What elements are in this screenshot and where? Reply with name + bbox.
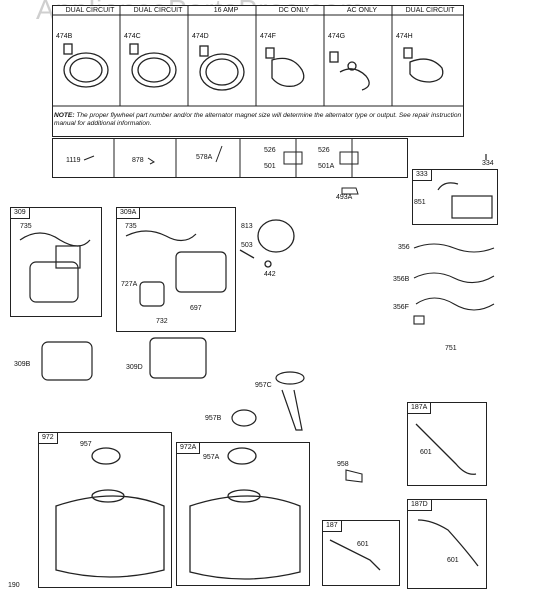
- part-526-a[interactable]: 526: [264, 147, 276, 154]
- part-601-a[interactable]: 601: [420, 449, 432, 456]
- part-356b[interactable]: 356B: [393, 276, 410, 283]
- part-474c[interactable]: 474C: [124, 33, 141, 40]
- part-356[interactable]: 356: [398, 244, 410, 251]
- alternator-note: NOTE: The proper flywheel part number an…: [54, 112, 464, 128]
- part-727a[interactable]: 727A: [121, 281, 138, 288]
- part-442[interactable]: 442: [264, 271, 276, 278]
- fuel-shutoff-valve: [345, 469, 363, 483]
- box-label-333: 333: [413, 170, 432, 181]
- box-187: 187: [322, 520, 400, 586]
- part-474b[interactable]: 474B: [56, 33, 73, 40]
- box-label-972: 972: [39, 433, 58, 444]
- part-957[interactable]: 957: [80, 441, 92, 448]
- part-735-a[interactable]: 735: [20, 223, 32, 230]
- part-190[interactable]: 190: [8, 582, 20, 589]
- box-label-187d: 187D: [408, 500, 432, 511]
- box-187d: 187D: [407, 499, 487, 589]
- part-601-c[interactable]: 601: [447, 557, 459, 564]
- box-label-309: 309: [11, 208, 30, 219]
- box-label-972a: 972A: [177, 443, 201, 454]
- hose-clamp-813: [239, 219, 295, 268]
- box-label-187: 187: [323, 521, 342, 532]
- alternator-table: DUAL CIRCUIT DUAL CIRCUIT 16 AMP DC ONLY…: [52, 5, 464, 137]
- battery-cables: [413, 243, 495, 325]
- box-187a: 187A: [407, 402, 487, 486]
- part-309d[interactable]: 309D: [126, 364, 143, 371]
- part-356f[interactable]: 356F: [393, 304, 409, 311]
- box-label-187a: 187A: [408, 403, 432, 414]
- header-474h: DUAL CIRCUIT: [405, 7, 455, 14]
- note-text: The proper flywheel part number and/or t…: [54, 112, 462, 127]
- header-474f: DC ONLY: [278, 7, 310, 14]
- part-957a[interactable]: 957A: [203, 454, 220, 461]
- part-493a[interactable]: 493A: [336, 194, 353, 201]
- part-334[interactable]: 334: [482, 160, 494, 167]
- part-474f[interactable]: 474F: [260, 33, 276, 40]
- part-503[interactable]: 503: [241, 242, 253, 249]
- part-813[interactable]: 813: [241, 223, 253, 230]
- part-878[interactable]: 878: [132, 157, 144, 164]
- starter-motors-lower: [41, 337, 207, 381]
- small-parts-row: [52, 138, 408, 178]
- header-474b: DUAL CIRCUIT: [65, 7, 115, 14]
- part-601-b[interactable]: 601: [357, 541, 369, 548]
- part-474d[interactable]: 474D: [192, 33, 209, 40]
- part-474h[interactable]: 474H: [396, 33, 413, 40]
- part-501a[interactable]: 501A: [318, 163, 335, 170]
- rectifier-333: [437, 154, 493, 219]
- alternator-coil-icons: [63, 43, 444, 91]
- header-474g: AC ONLY: [346, 7, 378, 14]
- part-501[interactable]: 501: [264, 163, 276, 170]
- part-735-b[interactable]: 735: [125, 223, 137, 230]
- header-474d: 16 AMP: [213, 7, 239, 14]
- part-957c[interactable]: 957C: [255, 382, 272, 389]
- part-474g[interactable]: 474G: [328, 33, 346, 40]
- part-526-b[interactable]: 526: [318, 147, 330, 154]
- box-972a: 972A: [176, 442, 310, 586]
- part-697[interactable]: 697: [190, 305, 202, 312]
- part-751[interactable]: 751: [445, 345, 457, 352]
- box-972: 972: [38, 432, 172, 588]
- part-957b[interactable]: 957B: [205, 415, 222, 422]
- note-label: NOTE:: [54, 112, 75, 119]
- starter-motor-309: [19, 232, 91, 303]
- starter-motor-309a: [125, 230, 227, 307]
- part-851[interactable]: 851: [414, 199, 426, 206]
- box-333: 333: [412, 169, 498, 225]
- fuel-lines: [329, 423, 479, 571]
- part-578a[interactable]: 578A: [196, 154, 213, 161]
- part-958[interactable]: 958: [337, 461, 349, 468]
- part-309b[interactable]: 309B: [14, 361, 31, 368]
- part-1119[interactable]: 1119: [66, 157, 81, 164]
- part-732[interactable]: 732: [156, 318, 168, 325]
- dipstick-tube: [231, 371, 305, 431]
- fuel-tanks: [55, 447, 301, 580]
- table-grid-lines: [52, 5, 464, 178]
- header-474c: DUAL CIRCUIT: [133, 7, 183, 14]
- box-label-309a: 309A: [117, 208, 141, 219]
- small-part-icons: [83, 145, 359, 195]
